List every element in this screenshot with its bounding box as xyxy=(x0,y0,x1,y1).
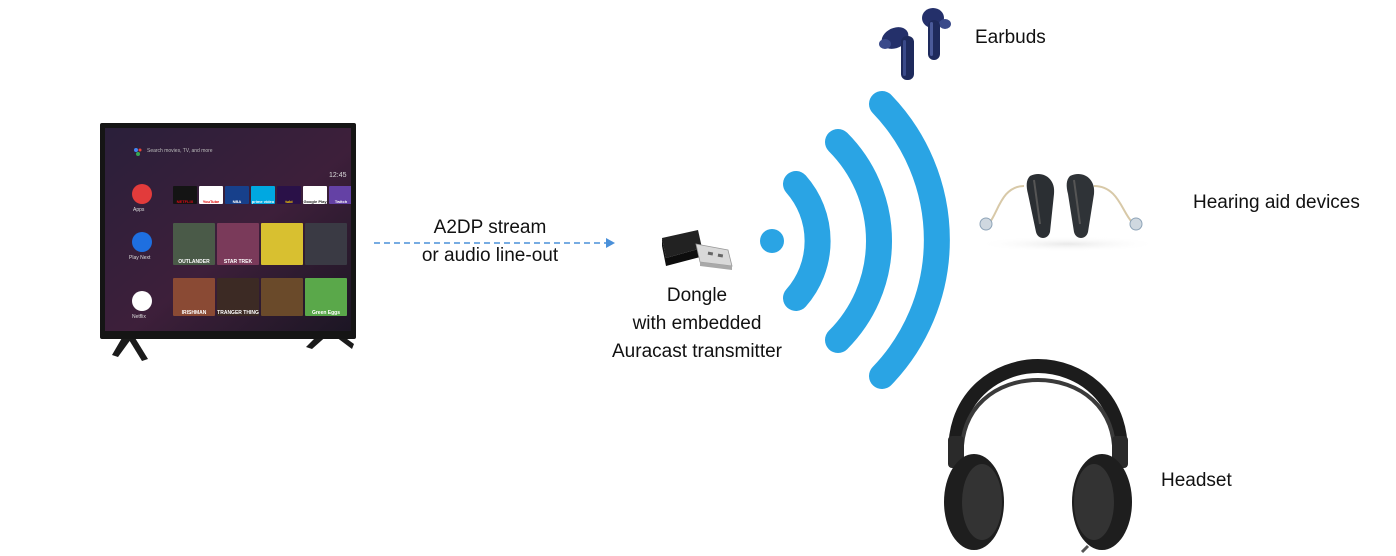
tv-tile[interactable]: Twitch xyxy=(329,186,351,204)
apps-label: Apps xyxy=(133,207,145,213)
play-next-label: Play Next xyxy=(129,255,151,261)
broadcast-waves-icon xyxy=(760,91,950,389)
tv-tile[interactable] xyxy=(305,223,347,265)
assistant-icon xyxy=(133,147,143,157)
tv-tile[interactable]: STAR TREK xyxy=(217,223,259,265)
tv-tile[interactable]: NETFLIX xyxy=(173,186,197,204)
dongle-label-line3: Auracast transmitter xyxy=(612,341,782,362)
tv-tile[interactable]: STRANGER THINGS xyxy=(217,278,259,316)
arrow-label-line2: or audio line-out xyxy=(421,245,559,266)
headset-label: Headset xyxy=(1161,470,1232,491)
tv-tile[interactable]: YouTube xyxy=(199,186,223,204)
play-next-button[interactable] xyxy=(132,232,152,252)
tv-tile[interactable] xyxy=(261,223,303,265)
usb-dongle-icon xyxy=(662,230,733,270)
tv-tile[interactable]: prime video xyxy=(251,186,275,204)
tv-tile[interactable]: NBA xyxy=(225,186,249,204)
tv-clock: 12:45 xyxy=(329,172,347,179)
tv: Search movies, TV, and more 12:45 Apps P… xyxy=(100,123,356,368)
netflix-button[interactable] xyxy=(132,291,152,311)
apps-button[interactable] xyxy=(132,184,152,204)
netflix-row: IRISHMANSTRANGER THINGS Green Eggs xyxy=(173,278,347,316)
dongle-label: Dongle with embedded Auracast transmitte… xyxy=(587,282,807,366)
tv-tile[interactable]: tubi xyxy=(277,186,301,204)
tv-tile[interactable]: OUTLANDER xyxy=(173,223,215,265)
dongle-label-line2: with embedded xyxy=(632,313,762,334)
tv-tile[interactable]: Green Eggs xyxy=(305,278,347,316)
earbuds-label: Earbuds xyxy=(975,27,1046,48)
tv-tile[interactable]: IRISHMAN xyxy=(173,278,215,316)
dongle-label-line1: Dongle xyxy=(666,285,728,306)
tv-search-text: Search movies, TV, and more xyxy=(147,148,213,154)
tv-tile[interactable] xyxy=(261,278,303,316)
earbuds-icon xyxy=(879,8,951,80)
hearing-aid-label: Hearing aid devices xyxy=(1193,192,1360,213)
hearing-aid-icon xyxy=(976,174,1160,252)
headset-icon xyxy=(944,358,1132,554)
arrow-label: A2DP stream or audio line-out xyxy=(400,214,580,270)
tv-tile[interactable]: Google Play xyxy=(303,186,327,204)
arrow-label-line1: A2DP stream xyxy=(433,217,547,238)
stream-arrow xyxy=(374,238,615,248)
tv-screen: Search movies, TV, and more 12:45 Apps P… xyxy=(105,128,351,331)
netflix-side-label: Netflix xyxy=(132,314,146,320)
